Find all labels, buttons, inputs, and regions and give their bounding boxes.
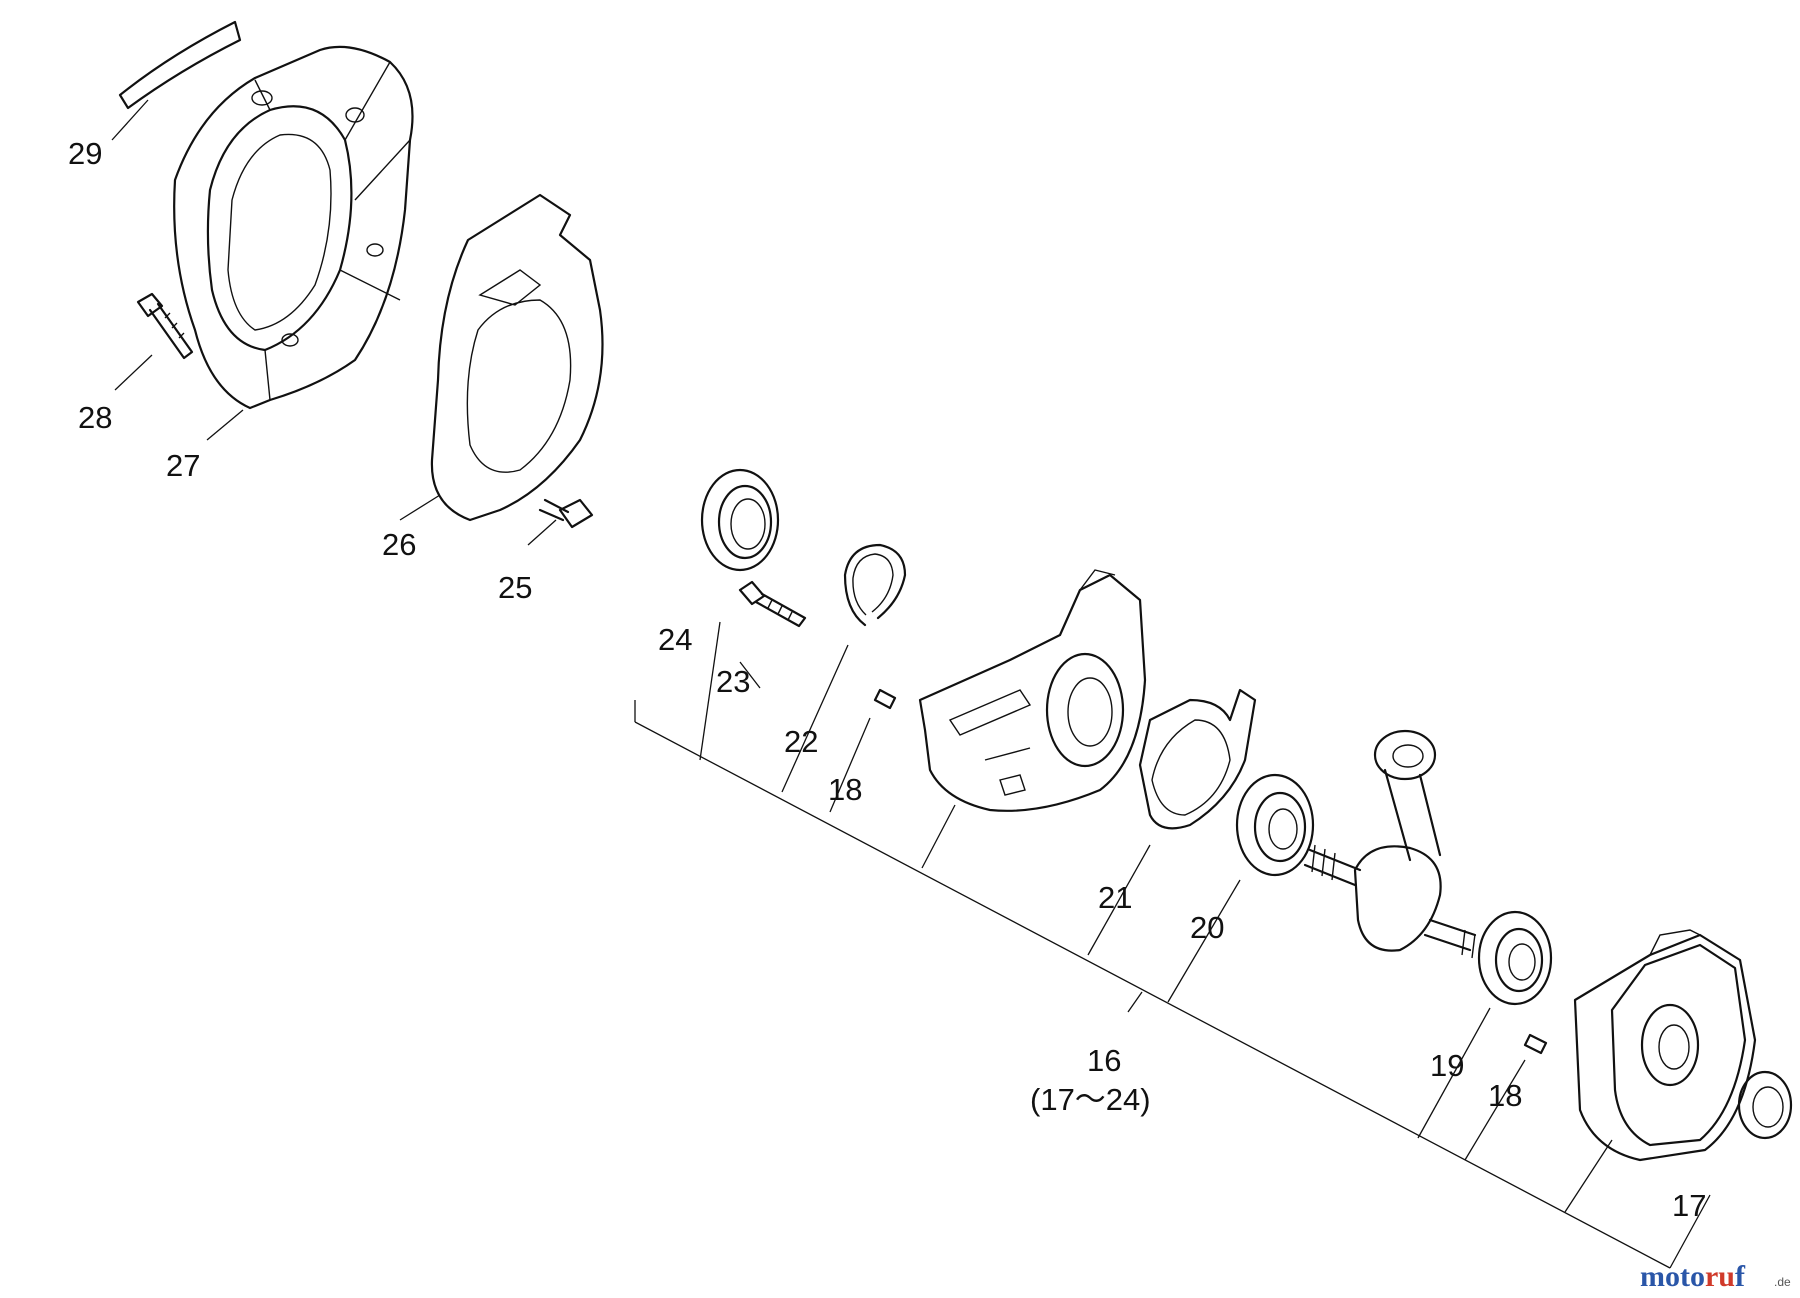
- part-21-gasket: [1138, 688, 1257, 830]
- part-26-gasket-plate: [430, 193, 604, 522]
- crankcase-half-right: [1573, 929, 1757, 1162]
- part-25-bolt: [538, 498, 594, 529]
- part-22-circlip: [843, 543, 907, 627]
- part-18-dowel-pin-upper: [873, 688, 897, 710]
- callout-25: 25: [498, 570, 532, 605]
- callout-20: 20: [1190, 910, 1224, 945]
- callout-29: 29: [68, 136, 102, 171]
- part-20-bearing: [1235, 773, 1315, 877]
- crankshaft-assembly: [1303, 729, 1477, 959]
- callout-26: 26: [382, 527, 416, 562]
- part-23-bolt: [738, 580, 807, 628]
- watermark-brand-left: moto: [1640, 1260, 1705, 1293]
- watermark-domain: .de: [1774, 1275, 1791, 1289]
- watermark-brand-right: f: [1735, 1260, 1746, 1293]
- callout-16-range: (17～24): [1030, 1082, 1151, 1117]
- callout-23: 23: [716, 664, 750, 699]
- callout-27: 27: [166, 448, 200, 483]
- part-19-bearing: [1477, 910, 1553, 1006]
- svg-text:motoruf: motoruf: [1640, 1260, 1746, 1293]
- part-28-bolt: [136, 292, 194, 360]
- callout-28: 28: [78, 400, 112, 435]
- part-24-oil-seal: [700, 468, 780, 572]
- part-27-fan-cover: [173, 45, 414, 410]
- crankcase-half: [918, 569, 1147, 812]
- callout-19: 19: [1430, 1048, 1464, 1083]
- callout-21: 21: [1098, 880, 1132, 915]
- callout-16: 16: [1087, 1043, 1121, 1078]
- callout-18-lower: 18: [1488, 1078, 1522, 1113]
- leader-lines: [111, 99, 1711, 1269]
- motoruf-watermark: motoruf .de: [1640, 1260, 1791, 1293]
- callout-24: 24: [658, 622, 692, 657]
- callout-22: 22: [784, 724, 818, 759]
- callout-17: 17: [1672, 1188, 1706, 1223]
- part-17-oil-seal: [1737, 1070, 1793, 1140]
- watermark-brand-mid: ru: [1705, 1260, 1735, 1293]
- part-29-strip: [118, 20, 242, 110]
- callout-18-upper: 18: [828, 772, 862, 807]
- part-18-dowel-pin-lower: [1523, 1033, 1548, 1055]
